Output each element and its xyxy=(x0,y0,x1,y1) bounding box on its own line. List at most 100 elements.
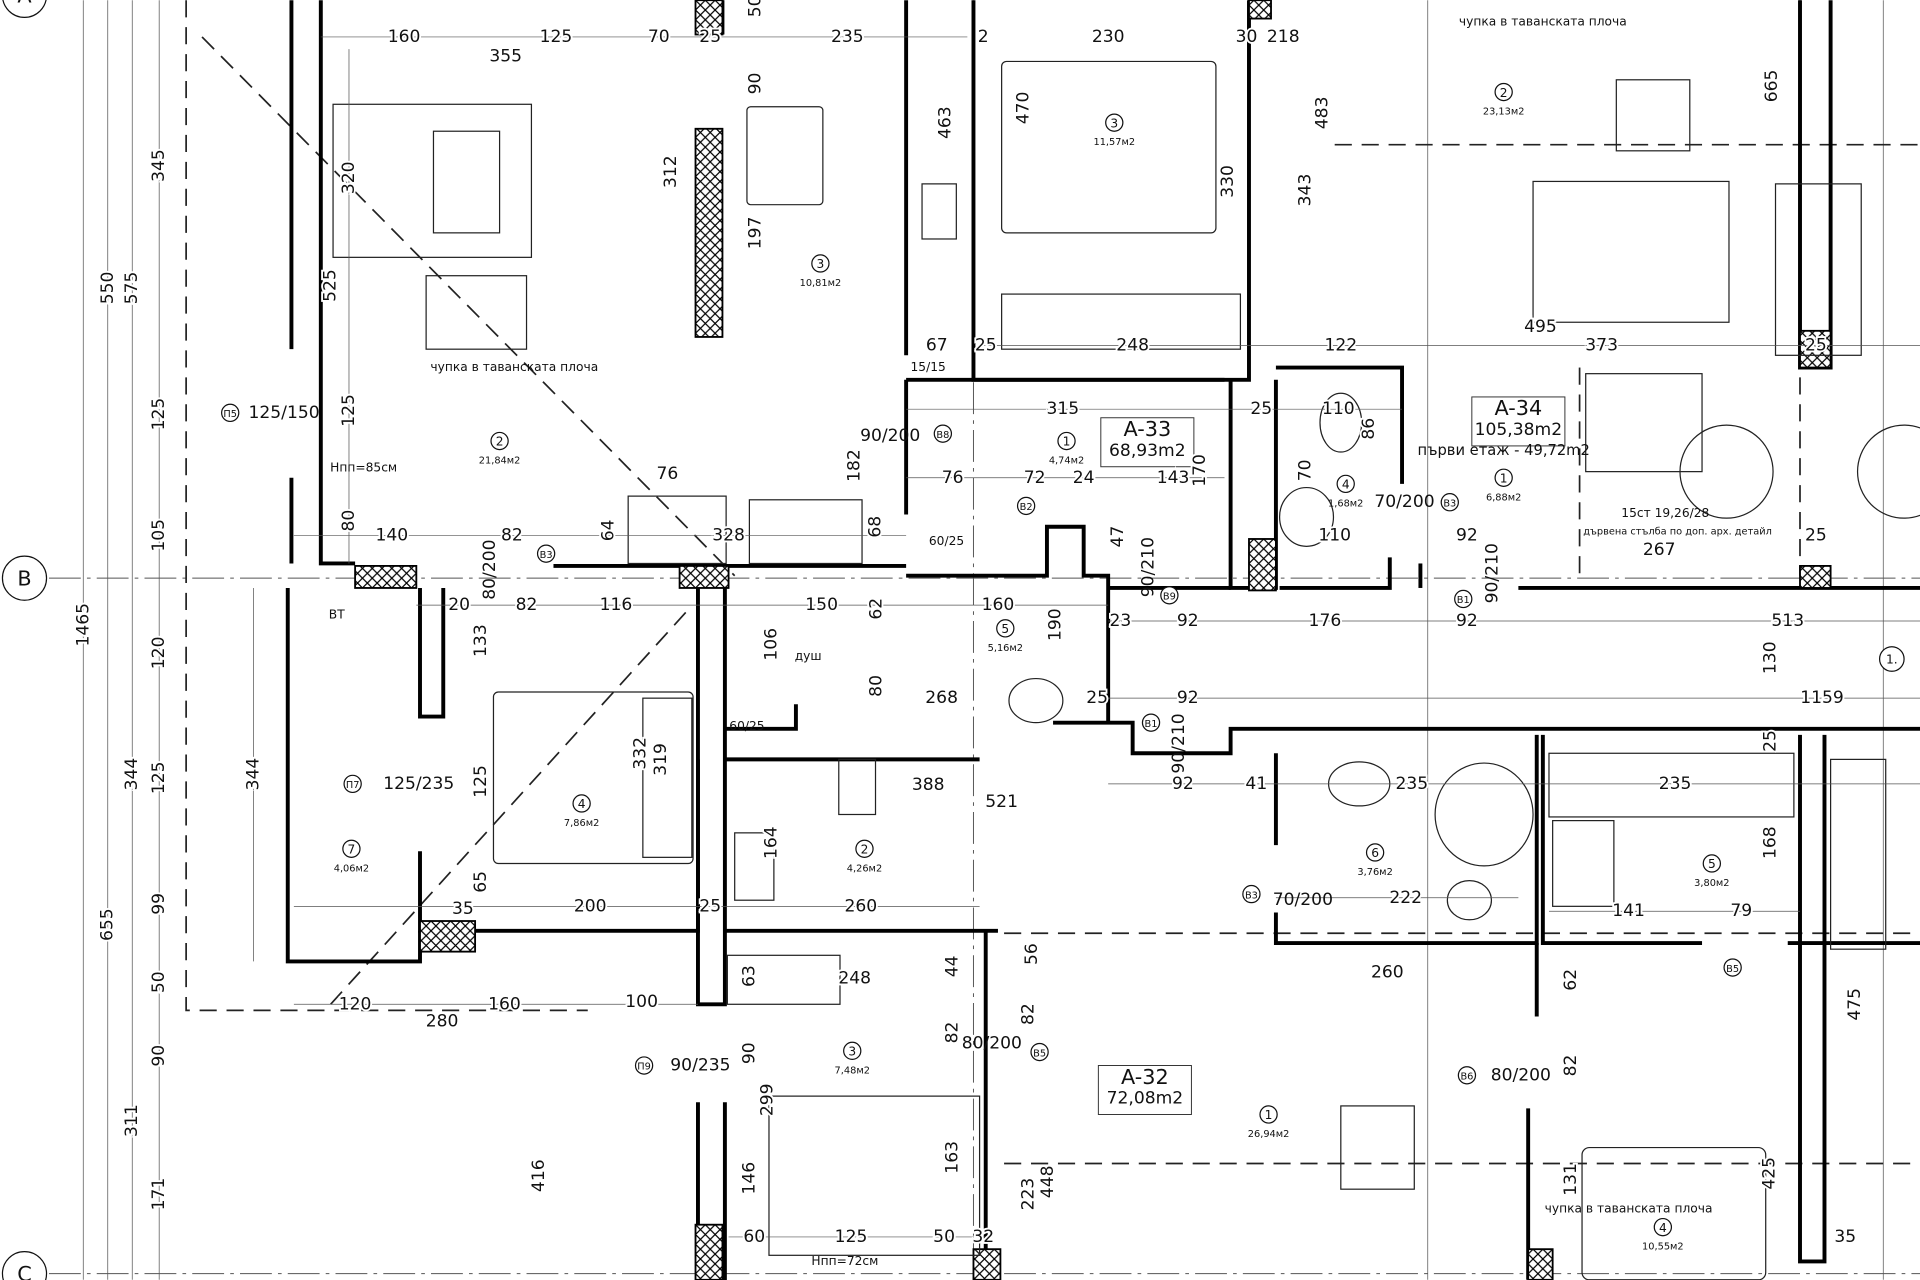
dimension-value: 72 xyxy=(1024,468,1046,488)
opening-size: 90/200 xyxy=(860,426,920,446)
dimension-value: 343 xyxy=(1295,174,1315,207)
opening-size: 90/235 xyxy=(670,1056,730,1076)
dimension-value: 92 xyxy=(1177,611,1199,631)
dimension-value: 99 xyxy=(149,893,169,915)
room-number: 1 xyxy=(1500,471,1508,485)
dimension-value: 388 xyxy=(912,775,945,795)
annotation-note: чупка в таванската плоча xyxy=(1459,15,1627,29)
annotation-note: чупка в таванската плоча xyxy=(1545,1201,1713,1215)
dimension-value: 105 xyxy=(149,519,169,552)
dimension-value: 116 xyxy=(600,595,633,615)
dimension-value: 70 xyxy=(1295,460,1315,482)
dimension-value: 131 xyxy=(1561,1163,1581,1196)
dimension-value: 25 xyxy=(1086,688,1108,708)
room-number: 1 xyxy=(1265,1108,1273,1122)
dimension-value: 248 xyxy=(1116,336,1149,356)
dimension-value: 25 xyxy=(1250,399,1272,419)
dimension-value: 319 xyxy=(651,743,671,776)
dimension-value: 24 xyxy=(1073,468,1095,488)
room-area: 7,86м2 xyxy=(564,818,599,829)
dimension-value: 125 xyxy=(339,394,359,427)
dimension-value: 2 xyxy=(978,27,989,47)
dimension-value: 92 xyxy=(1172,774,1194,794)
dimension-value: 260 xyxy=(844,896,877,916)
room-area: 1,68м2 xyxy=(1328,498,1363,509)
room-number: 4 xyxy=(1342,478,1350,492)
apartment-area: 72,08m2 xyxy=(1107,1089,1184,1109)
opening-tag: П5 xyxy=(223,409,237,420)
dimension-value: 176 xyxy=(1309,611,1342,631)
dimension-value: 513 xyxy=(1771,611,1804,631)
opening-size: 70/200 xyxy=(1273,890,1333,910)
room-number: 7 xyxy=(348,843,356,857)
opening-tag-circle xyxy=(1141,713,1161,732)
apartment-area: 68,93m2 xyxy=(1109,441,1186,461)
dimension-value: 320 xyxy=(339,161,359,194)
dimension-value: 248 xyxy=(838,969,871,989)
dimension-value: 92 xyxy=(1456,525,1478,545)
dimension-value: 373 xyxy=(1585,336,1618,356)
room-number-circle xyxy=(572,794,591,813)
room-number-circle xyxy=(1494,82,1513,102)
dimension-value: 125 xyxy=(149,761,169,794)
room-number-circle xyxy=(1259,1105,1278,1124)
dimension-value: 141 xyxy=(1612,901,1645,921)
dimension-value: 160 xyxy=(982,595,1015,615)
room-number: 3 xyxy=(848,1045,856,1059)
dimension-value: 190 xyxy=(1046,608,1066,641)
opening-tag: В1 xyxy=(1145,719,1158,730)
dimension-value: 25 xyxy=(699,896,721,916)
room-number: 1 xyxy=(1063,435,1071,449)
opening-tag-circle xyxy=(1030,1042,1049,1062)
opening-tag: В5 xyxy=(1033,1048,1046,1059)
dimension-value: 160 xyxy=(488,994,521,1014)
opening-tag-circle xyxy=(634,1056,654,1075)
dimension-value: 68 xyxy=(866,516,886,538)
opening-size: 90/210 xyxy=(1139,537,1159,597)
dimension-value: 550 xyxy=(98,272,118,305)
dimension-value: 120 xyxy=(149,637,169,670)
room-number: 3 xyxy=(1110,116,1118,130)
grid-axis-bubble xyxy=(1,555,48,601)
opening-size: 80/200 xyxy=(480,539,500,599)
dimension-value: 100 xyxy=(625,992,658,1012)
dashed-outlines xyxy=(185,0,1920,1165)
dimension-value: 200 xyxy=(574,896,607,916)
dimension-value: 50 xyxy=(933,1227,955,1247)
dimension-value: 164 xyxy=(761,826,781,859)
dimension-value: 655 xyxy=(98,908,118,941)
dimension-value: 463 xyxy=(935,106,955,139)
dimension-value: 222 xyxy=(1389,888,1422,908)
opening-tag: В5 xyxy=(1726,964,1739,975)
dimension-value: 168 xyxy=(1761,826,1781,859)
dimension-value: 50 xyxy=(149,971,169,993)
dimension-value: 30 xyxy=(1236,27,1258,47)
dimension-value: 35 xyxy=(1834,1227,1856,1247)
apartment-id: A-33 xyxy=(1123,417,1171,441)
opening-size: 80/200 xyxy=(1491,1065,1551,1085)
room-number-circle xyxy=(1365,843,1385,862)
room-area: 21,84м2 xyxy=(479,456,521,467)
room-number-circle xyxy=(1494,468,1513,487)
room-number-circle xyxy=(1057,431,1076,451)
opening-tag: В3 xyxy=(540,550,553,561)
opening-tag: В1 xyxy=(1457,595,1470,606)
dimension-value: 1465 xyxy=(73,603,93,647)
dimension-value: 35 xyxy=(452,899,474,919)
dimension-value: 495 xyxy=(1524,317,1557,337)
dimension-value: 106 xyxy=(761,628,781,661)
opening-size: 70/200 xyxy=(1374,492,1434,512)
dimension-value: 25 xyxy=(699,27,721,47)
opening-size: 60/25 xyxy=(729,719,764,733)
dimension-value: 521 xyxy=(985,792,1018,812)
dimension-value: 82 xyxy=(501,525,523,545)
room-area: 5,16м2 xyxy=(988,643,1023,654)
dimension-value: 86 xyxy=(1359,418,1379,440)
opening-tag-circle xyxy=(1454,589,1473,609)
opening-tag-circle xyxy=(1160,586,1179,605)
dimension-value: 67 xyxy=(926,336,948,356)
room-number-circle xyxy=(342,839,361,858)
dimension-value: 470 xyxy=(1014,92,1034,125)
room-number-circle xyxy=(996,619,1015,638)
